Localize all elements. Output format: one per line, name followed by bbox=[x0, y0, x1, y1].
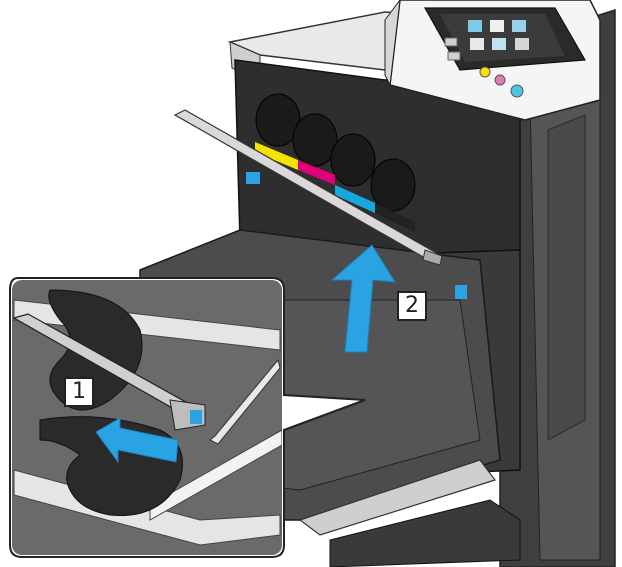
blue-arrow-up bbox=[330, 244, 396, 353]
toner-cartridges bbox=[246, 93, 467, 299]
control-panel bbox=[384, 0, 601, 121]
cleaning-rod bbox=[173, 109, 443, 266]
step-2-label: 2 bbox=[397, 291, 427, 321]
blue-arrow-left bbox=[95, 417, 179, 464]
detail-inset bbox=[9, 277, 366, 558]
step-1-label: 1 bbox=[64, 377, 94, 407]
